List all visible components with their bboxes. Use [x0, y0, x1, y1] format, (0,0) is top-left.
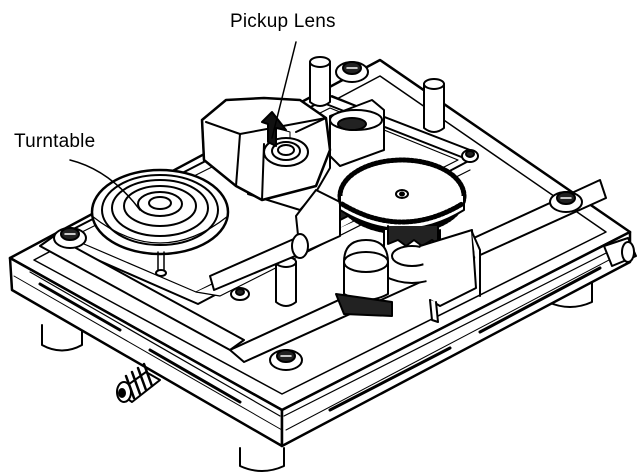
screw-small-front — [230, 287, 250, 301]
turntable-label: Turntable — [14, 131, 96, 152]
standoff-posts — [275, 56, 445, 307]
feed-motor — [335, 225, 481, 323]
screw-small-right — [461, 149, 479, 163]
turntable-leader — [69, 159, 141, 211]
post-top-right — [423, 78, 445, 133]
drive-gear — [337, 157, 467, 235]
leader-lines — [69, 41, 297, 211]
mount-screws — [53, 61, 583, 371]
motor-block — [329, 99, 385, 167]
rear-connector — [603, 237, 637, 267]
post-front — [275, 256, 297, 307]
pickup-lens-label: Pickup Lens — [230, 11, 336, 32]
turntable — [90, 168, 230, 277]
pickup-assembly — [200, 96, 341, 291]
screw-bottom — [269, 349, 303, 371]
screw-right — [549, 191, 583, 213]
front-connector — [116, 362, 161, 403]
post-top-left — [309, 56, 331, 107]
screw-top — [335, 61, 369, 83]
screw-left — [53, 227, 87, 249]
pickup-lens-leader — [271, 41, 297, 139]
